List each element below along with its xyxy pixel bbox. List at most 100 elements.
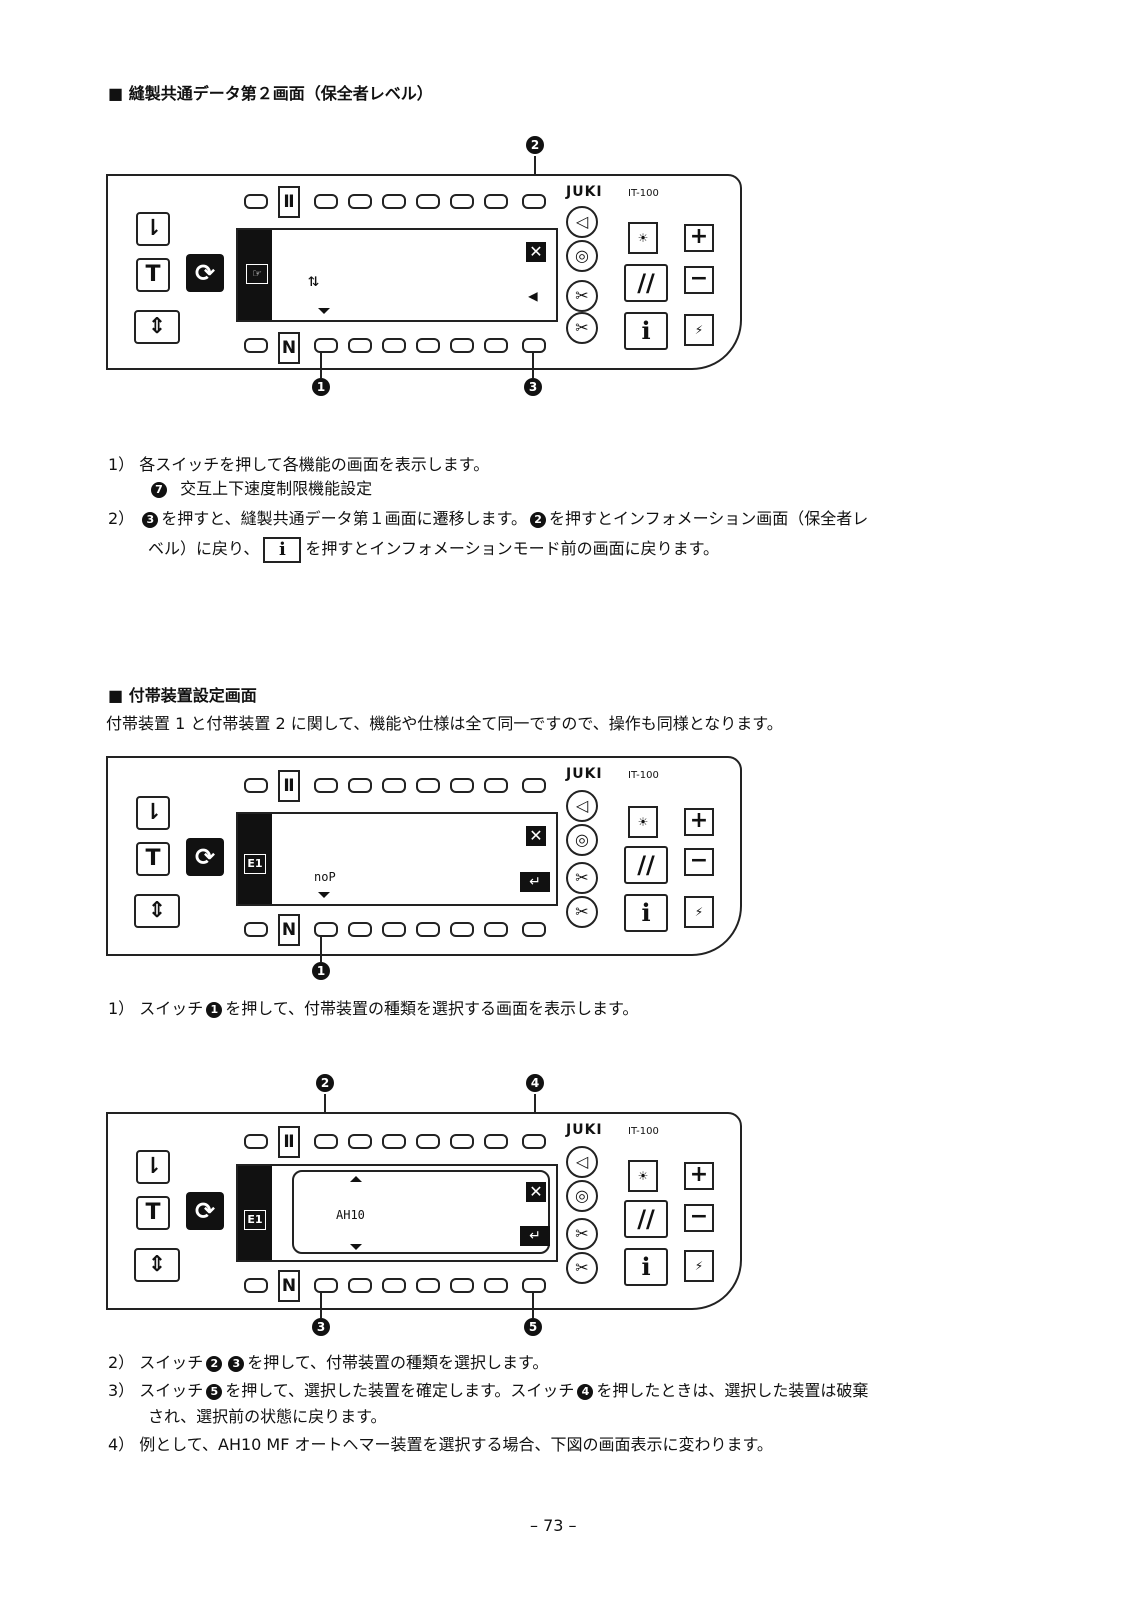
spiral-icon[interactable]: ◎ [566,240,598,272]
callout-2: 2 [526,136,544,154]
scissors-icon[interactable]: ✂ [566,312,598,344]
scissors-icon[interactable]: ✂ [566,280,598,312]
top-key[interactable] [522,194,546,209]
top-key[interactable] [348,778,372,793]
top-key[interactable] [382,778,406,793]
bottom-key[interactable] [484,1278,508,1293]
top-key[interactable] [450,194,474,209]
t-button[interactable]: T [136,258,170,292]
bottom-key[interactable] [348,1278,372,1293]
bottom-key[interactable] [348,338,372,353]
thread-button[interactable]: ⇂ [136,212,170,246]
info-button[interactable]: i [624,1248,668,1286]
reset-button[interactable]: // [624,264,668,302]
bottom-key[interactable] [450,1278,474,1293]
bottom-mode-key[interactable]: N [278,1270,300,1302]
top-key[interactable] [244,194,268,209]
minus-button[interactable]: − [684,848,714,876]
bottom-key[interactable] [522,922,546,937]
top-mode-key[interactable]: Ⅱ [278,770,300,802]
down-indicator [318,308,330,314]
scissors-icon[interactable]: ✂ [566,1218,598,1250]
bottom-key[interactable] [484,338,508,353]
top-key[interactable] [450,1134,474,1149]
bottom-key[interactable] [382,1278,406,1293]
bottom-key[interactable] [382,922,406,937]
bottom-key[interactable] [314,922,338,937]
light-icon[interactable]: ☀ [628,222,658,254]
top-key[interactable] [484,194,508,209]
spiral-icon[interactable]: ◎ [566,824,598,856]
presser-button[interactable]: ⇕ [134,894,180,928]
top-key[interactable] [314,778,338,793]
bottom-key[interactable] [382,338,406,353]
rotate-button[interactable]: ⟳ [186,838,224,876]
info-button[interactable]: i [624,312,668,350]
bottom-key[interactable] [244,338,268,353]
presser-button[interactable]: ⇕ [134,1248,180,1282]
top-key[interactable] [314,194,338,209]
spiral-icon[interactable]: ◎ [566,1180,598,1212]
top-key[interactable] [416,778,440,793]
minus-button[interactable]: − [684,266,714,294]
device-value: AH10 [336,1208,365,1222]
reset-button[interactable]: // [624,1200,668,1238]
bottom-key[interactable] [416,922,440,937]
bottom-key[interactable] [450,922,474,937]
top-key[interactable] [416,194,440,209]
t-button[interactable]: T [136,1196,170,1230]
top-key[interactable] [484,1134,508,1149]
minus-button[interactable]: − [684,1204,714,1232]
rotate-button[interactable]: ⟳ [186,254,224,292]
sewing-icon[interactable]: ◁ [566,790,598,822]
top-key[interactable] [484,778,508,793]
bottom-mode-key[interactable]: N [278,332,300,364]
bottom-key[interactable] [244,1278,268,1293]
top-key[interactable] [244,1134,268,1149]
sewing-icon[interactable]: ◁ [566,1146,598,1178]
presser-button[interactable]: ⇕ [134,310,180,344]
bottom-key[interactable] [348,922,372,937]
plus-button[interactable]: + [684,1162,714,1190]
info-button[interactable]: i [624,894,668,932]
bottom-key[interactable] [244,922,268,937]
top-key[interactable] [522,778,546,793]
thread-button[interactable]: ⇂ [136,1150,170,1184]
scissors-icon[interactable]: ✂ [566,1252,598,1284]
top-key[interactable] [382,194,406,209]
top-key[interactable] [416,1134,440,1149]
top-mode-key[interactable]: Ⅱ [278,1126,300,1158]
bottom-key[interactable] [314,1278,338,1293]
top-key[interactable] [348,1134,372,1149]
counter-icon[interactable]: ⚡ [684,896,714,928]
bottom-key[interactable] [484,922,508,937]
top-key[interactable] [244,778,268,793]
plus-button[interactable]: + [684,224,714,252]
scissors-icon[interactable]: ✂ [566,896,598,928]
bottom-key[interactable] [314,338,338,353]
scissors-icon[interactable]: ✂ [566,862,598,894]
counter-icon[interactable]: ⚡ [684,314,714,346]
top-key[interactable] [522,1134,546,1149]
sewing-icon[interactable]: ◁ [566,206,598,238]
top-key[interactable] [382,1134,406,1149]
bottom-key[interactable] [522,1278,546,1293]
top-key[interactable] [450,778,474,793]
light-icon[interactable]: ☀ [628,806,658,838]
light-icon[interactable]: ☀ [628,1160,658,1192]
reset-button[interactable]: // [624,846,668,884]
top-key[interactable] [348,194,372,209]
plus-button[interactable]: + [684,808,714,836]
bottom-mode-key[interactable]: N [278,914,300,946]
bottom-key[interactable] [450,338,474,353]
rotate-button[interactable]: ⟳ [186,1192,224,1230]
callout-arrow [532,352,534,378]
bottom-key[interactable] [416,1278,440,1293]
bottom-key[interactable] [416,338,440,353]
top-mode-key[interactable]: Ⅱ [278,186,300,218]
thread-button[interactable]: ⇂ [136,796,170,830]
top-key[interactable] [314,1134,338,1149]
bottom-key[interactable] [522,338,546,353]
counter-icon[interactable]: ⚡ [684,1250,714,1282]
t-button[interactable]: T [136,842,170,876]
